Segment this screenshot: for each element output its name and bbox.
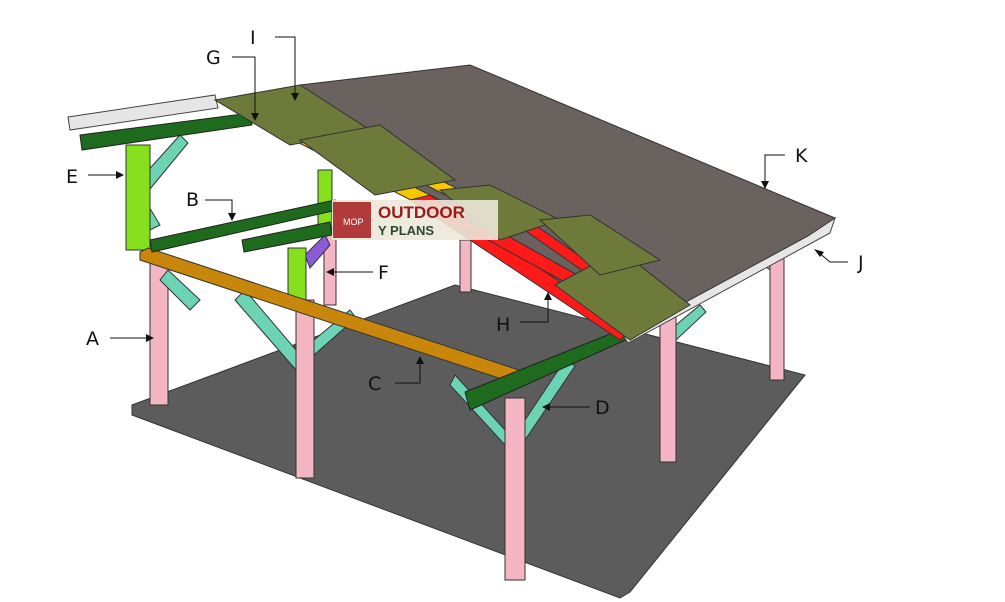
- label-b: B: [186, 189, 199, 211]
- svg-text:OUTDOOR: OUTDOOR: [378, 203, 465, 222]
- leader-lines: [88, 36, 848, 408]
- label-f: F: [378, 262, 389, 284]
- svg-text:MOP: MOP: [343, 217, 364, 227]
- osb-sheathing: [213, 84, 691, 341]
- arrowheads: [116, 93, 824, 411]
- label-g: G: [206, 47, 221, 69]
- logo: MOP OUTDOOR Y PLANS: [332, 200, 498, 240]
- posts: [149, 224, 785, 581]
- post-top-f: [287, 247, 307, 301]
- label-h: H: [496, 314, 510, 336]
- label-j: J: [857, 252, 864, 274]
- label-i: I: [250, 27, 256, 49]
- svg-text:Y PLANS: Y PLANS: [378, 223, 434, 238]
- label-a: A: [86, 328, 99, 350]
- label-e: E: [66, 166, 78, 188]
- label-d: D: [595, 397, 610, 419]
- trim-left: [67, 94, 219, 131]
- green-beams: [79, 112, 631, 411]
- brace-f: [304, 234, 331, 269]
- label-c: C: [368, 373, 381, 395]
- concrete-slab: [131, 284, 806, 599]
- label-k: K: [795, 145, 808, 167]
- post-top-e: [125, 144, 151, 251]
